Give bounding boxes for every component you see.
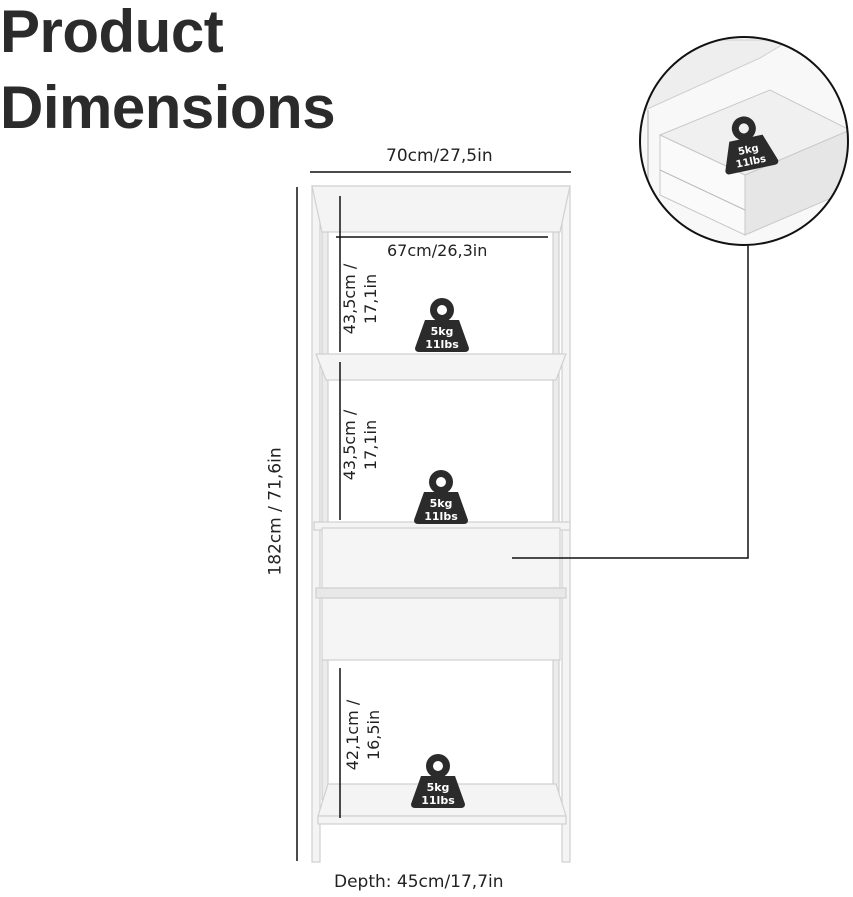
- total-width-label: 70cm/27,5in: [386, 146, 493, 166]
- weight-icon: 5kg 11lbs: [415, 298, 469, 352]
- middle-shelf-height-label: 43,5cm / 17,1in: [340, 409, 380, 481]
- weight-icon: 5kg 11lbs: [411, 754, 465, 808]
- drawer-zoom-inset: 5kg 11lbs: [639, 36, 849, 246]
- weight-icon: 5kg 11lbs: [714, 111, 779, 176]
- svg-text:11lbs: 11lbs: [425, 338, 459, 351]
- inner-width-label: 67cm/26,3in: [387, 241, 488, 260]
- svg-text:5kg: 5kg: [430, 497, 453, 510]
- title-line-2: Dimensions: [0, 74, 336, 141]
- page-title: Product Dimensions: [0, 0, 336, 146]
- bottom-shelf-height-label: 42,1cm / 16,5in: [343, 699, 383, 771]
- svg-text:5kg: 5kg: [427, 781, 450, 794]
- svg-text:5kg: 5kg: [737, 143, 760, 158]
- svg-text:11lbs: 11lbs: [421, 794, 455, 807]
- total-height-label: 182cm / 71,6in: [265, 447, 286, 576]
- svg-text:11lbs: 11lbs: [424, 510, 458, 523]
- callout-line: [512, 240, 749, 559]
- top-shelf-height-label: 43,5cm / 17,1in: [340, 263, 380, 335]
- depth-label: Depth: 45cm/17,7in: [334, 872, 504, 892]
- title-line-1: Product: [0, 0, 224, 65]
- shelf-unit: [311, 185, 571, 863]
- weight-icon: 5kg 11lbs: [414, 470, 468, 524]
- svg-text:5kg: 5kg: [431, 325, 454, 338]
